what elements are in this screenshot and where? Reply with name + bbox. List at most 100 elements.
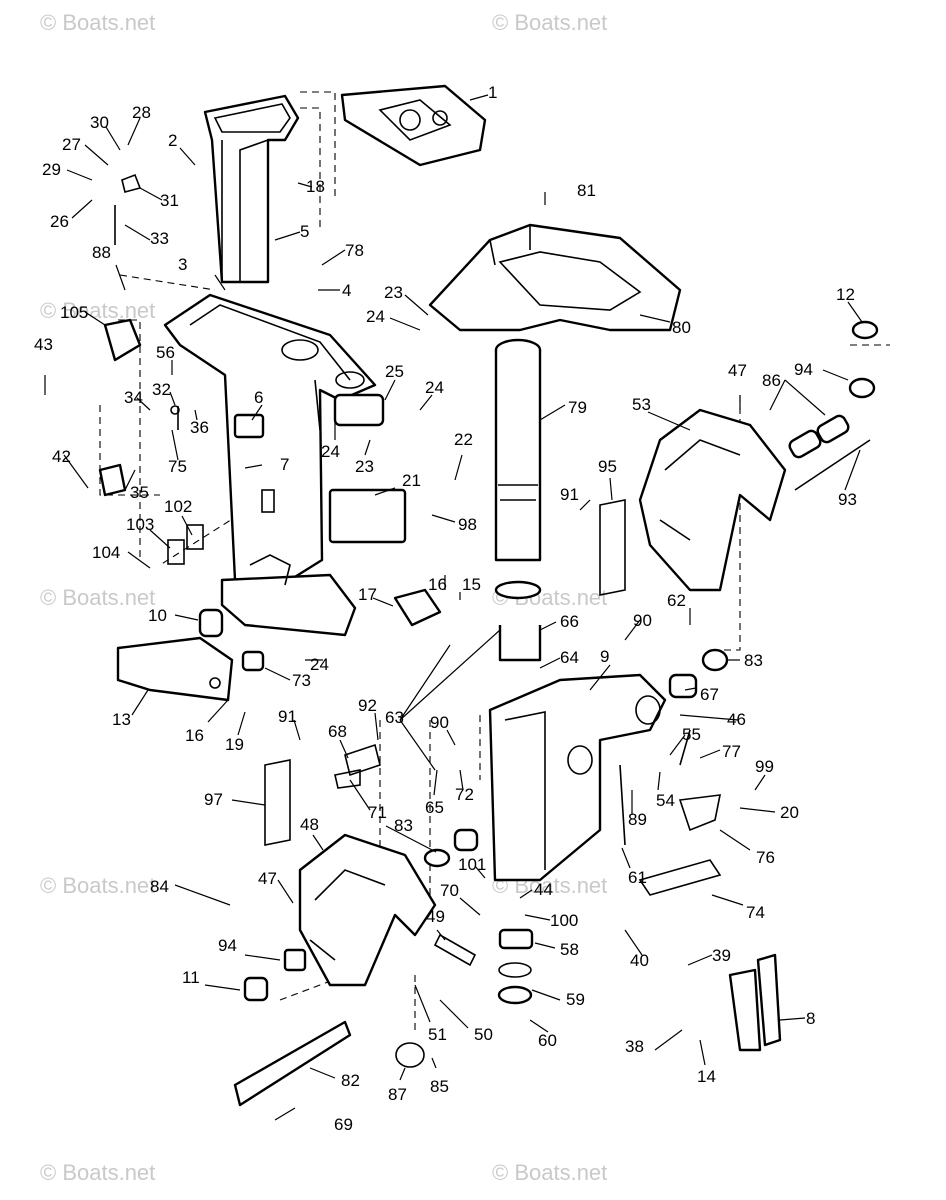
- callout-16: 16: [428, 575, 447, 594]
- callout-50: 50: [474, 1025, 493, 1044]
- callout-63: 63: [385, 708, 404, 727]
- steering-tube-part: [494, 338, 542, 562]
- callout-91: 91: [278, 707, 297, 726]
- callout-40: 40: [630, 951, 649, 970]
- callout-2: 2: [168, 131, 177, 150]
- callout-54: 54: [656, 791, 675, 810]
- callout-17: 17: [358, 585, 377, 604]
- callout-7: 7: [280, 455, 289, 474]
- callout-93: 93: [838, 490, 857, 509]
- callout-36: 36: [190, 418, 209, 437]
- callout-92: 92: [358, 696, 377, 715]
- callout-11: 11: [182, 968, 200, 987]
- callout-14: 14: [697, 1067, 716, 1086]
- callout-44: 44: [534, 880, 553, 899]
- cover-part-13: [116, 636, 234, 702]
- callout-18: 18: [306, 177, 325, 196]
- callout-87: 87: [388, 1085, 407, 1104]
- callout-78: 78: [345, 241, 364, 260]
- callout-24: 24: [321, 442, 340, 461]
- callout-95: 95: [598, 457, 617, 476]
- callout-24: 24: [425, 378, 444, 397]
- callout-100: 100: [550, 911, 578, 930]
- callout-51: 51: [428, 1025, 447, 1044]
- callout-88: 88: [92, 243, 111, 262]
- callout-5: 5: [300, 222, 309, 241]
- callout-64: 64: [560, 648, 579, 667]
- callout-59: 59: [566, 990, 585, 1009]
- callout-102: 102: [164, 497, 192, 516]
- callout-83: 83: [744, 651, 763, 670]
- callout-62: 62: [667, 591, 686, 610]
- callout-68: 68: [328, 722, 347, 741]
- callout-21: 21: [402, 471, 421, 490]
- callout-9: 9: [600, 647, 609, 666]
- callout-69: 69: [334, 1115, 353, 1134]
- callout-29: 29: [42, 160, 61, 179]
- callout-58: 58: [560, 940, 579, 959]
- callout-33: 33: [150, 229, 169, 248]
- callout-28: 28: [132, 103, 151, 122]
- callout-83: 83: [394, 816, 413, 835]
- callout-103: 103: [126, 515, 154, 534]
- callout-82: 82: [341, 1071, 360, 1090]
- callout-98: 98: [458, 515, 477, 534]
- callout-94: 94: [794, 360, 813, 379]
- exhaust-tube-part: [203, 94, 300, 284]
- callout-43: 43: [34, 335, 53, 354]
- callout-15: 15: [462, 575, 481, 594]
- callout-30: 30: [90, 113, 109, 132]
- callout-35: 35: [130, 483, 149, 502]
- callout-85: 85: [430, 1077, 449, 1096]
- callout-12: 12: [836, 285, 855, 304]
- callout-labels: 1 2 3 4 5 6 7 8 9 10 11 12 13 14 15 16 1…: [34, 83, 857, 1134]
- callout-4: 4: [342, 281, 351, 300]
- callout-89: 89: [628, 810, 647, 829]
- callout-94: 94: [218, 936, 237, 955]
- base-plate-part: [220, 554, 357, 637]
- small-parts: [98, 173, 879, 1068]
- callout-48: 48: [300, 815, 319, 834]
- callout-47: 47: [258, 869, 277, 888]
- callout-6: 6: [254, 388, 263, 407]
- callout-65: 65: [425, 798, 444, 817]
- bracket-part-8: [728, 953, 782, 1052]
- callout-8: 8: [806, 1009, 815, 1028]
- callout-19: 19: [225, 735, 244, 754]
- clamp-bracket-part-48: [298, 833, 437, 987]
- callout-56: 56: [156, 343, 175, 362]
- callout-49: 49: [426, 907, 445, 926]
- watermark: © Boats.net: [40, 298, 155, 323]
- callout-76: 76: [756, 848, 775, 867]
- callout-72: 72: [455, 785, 474, 804]
- callout-90: 90: [633, 611, 652, 630]
- clamp-bracket-part-53: [638, 408, 787, 592]
- callout-90: 90: [430, 713, 449, 732]
- callout-24: 24: [366, 307, 385, 326]
- callout-61: 61: [628, 868, 647, 887]
- bar-part-82: [233, 1020, 352, 1107]
- callout-70: 70: [440, 881, 459, 900]
- leader-lines: [44, 94, 863, 1121]
- callout-75: 75: [168, 457, 187, 476]
- watermark: © Boats.net: [40, 10, 155, 35]
- callout-55: 55: [682, 725, 701, 744]
- callout-74: 74: [746, 903, 765, 922]
- watermark: © Boats.net: [492, 1160, 607, 1185]
- callout-67: 67: [700, 685, 719, 704]
- callout-71: 71: [368, 803, 387, 822]
- watermark: © Boats.net: [40, 873, 155, 898]
- callout-25: 25: [385, 362, 404, 381]
- callout-101: 101: [458, 855, 486, 874]
- callout-16: 16: [185, 726, 204, 745]
- callout-23: 23: [384, 283, 403, 302]
- swivel-bracket-top-part: [428, 223, 682, 332]
- callout-32: 32: [152, 380, 171, 399]
- callout-53: 53: [632, 395, 651, 414]
- callout-46: 46: [727, 710, 746, 729]
- watermark: © Boats.net: [492, 10, 607, 35]
- callout-20: 20: [780, 803, 799, 822]
- callout-73: 73: [292, 671, 311, 690]
- callout-66: 66: [560, 612, 579, 631]
